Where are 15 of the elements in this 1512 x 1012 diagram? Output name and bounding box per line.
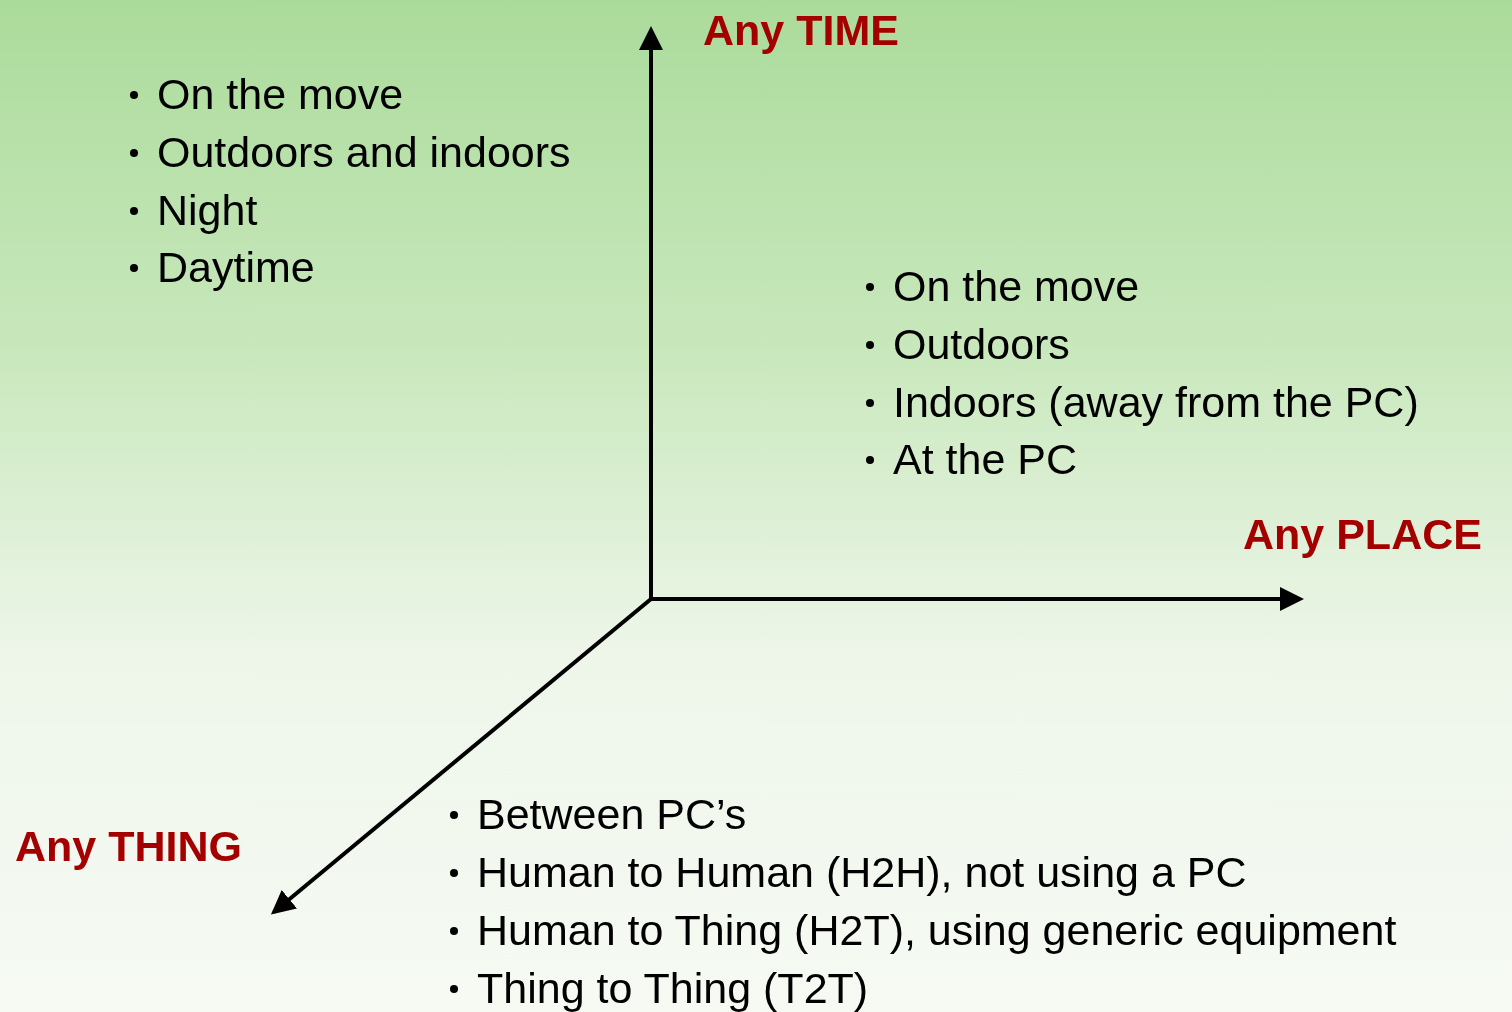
list-item: At the PC [893, 438, 1078, 481]
axis-label: Any THING [15, 825, 242, 868]
list-item: Human to Thing (H2T), using generic equipment [477, 909, 1397, 952]
axis-label: Any TIME [703, 9, 899, 52]
axis-label: Any PLACE [1243, 513, 1482, 556]
list-item: Night [157, 189, 258, 232]
list-item: Outdoors [893, 323, 1070, 366]
list-item: Outdoors and indoors [157, 131, 571, 174]
list-item: Thing to Thing (T2T) [477, 967, 869, 1010]
list-item: Daytime [157, 246, 315, 289]
list-item: On the move [893, 265, 1140, 308]
list-item: Between PC’s [477, 793, 747, 836]
list-item: On the move [157, 73, 404, 116]
list-item: Indoors (away from the PC) [893, 381, 1419, 424]
list-item: Human to Human (H2H), not using a PC [477, 851, 1247, 894]
